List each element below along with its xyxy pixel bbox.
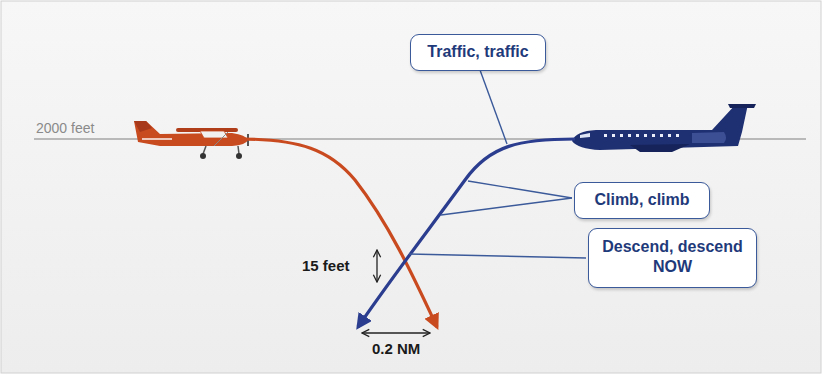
callout-text: Climb, climb (575, 190, 709, 211)
callout-box: Climb, climb (574, 182, 710, 219)
light-aircraft (134, 121, 249, 159)
jet-aircraft (572, 104, 756, 152)
callout-text: Traffic, traffic (411, 42, 545, 63)
callout-text: Descend, descend NOW (589, 237, 756, 279)
callout-leaders (409, 70, 586, 258)
red-trajectory (240, 139, 437, 327)
altitude-label: 2000 feet (36, 120, 94, 136)
callout-box: Descend, descend NOW (588, 228, 757, 288)
vertical-dimension (376, 250, 377, 282)
blue-trajectory (358, 139, 575, 327)
dimension-label: 15 feet (302, 257, 350, 274)
callout-box: Traffic, traffic (410, 34, 546, 71)
horizontal-dimension (362, 332, 430, 333)
dimension-label: 0.2 NM (372, 340, 420, 357)
